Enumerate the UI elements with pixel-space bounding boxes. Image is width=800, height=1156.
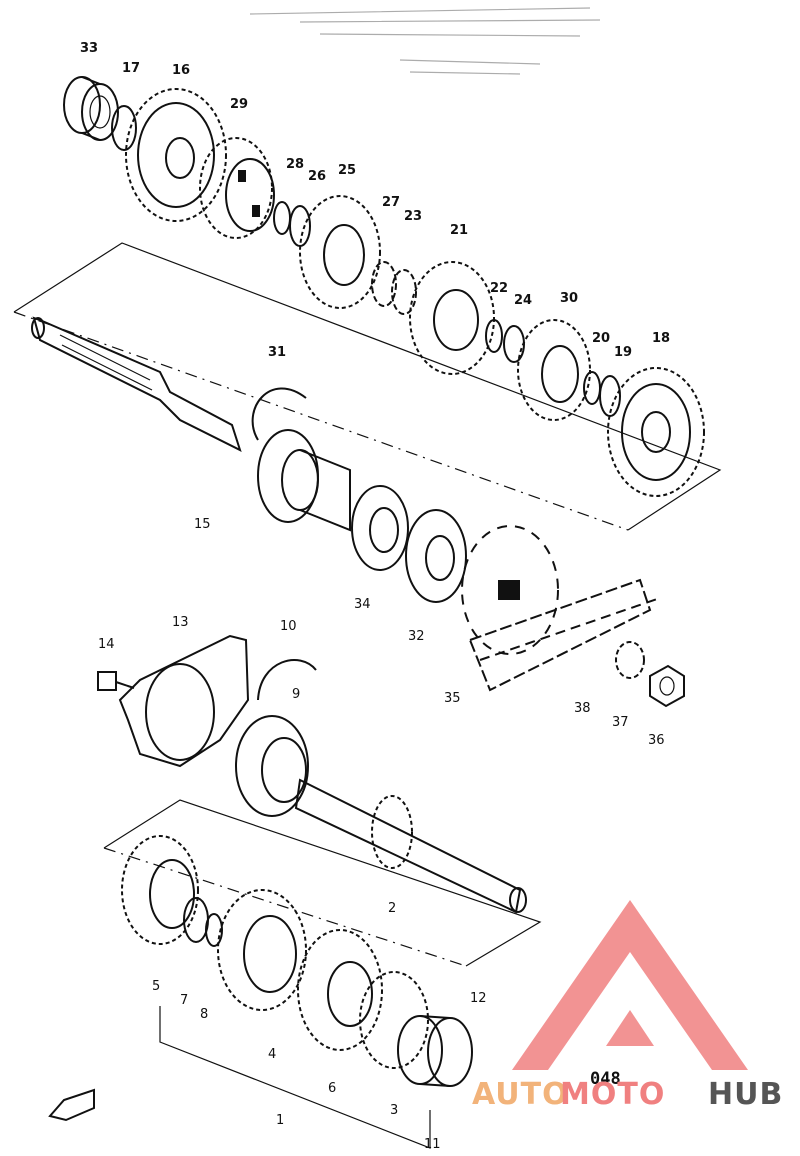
part-28-circlip bbox=[273, 201, 291, 235]
callout-23: 23 bbox=[404, 209, 422, 224]
callout-8: 8 bbox=[200, 1007, 208, 1022]
part-21-gear bbox=[409, 261, 495, 375]
callout-32: 32 bbox=[408, 629, 425, 644]
part-6-gear bbox=[297, 929, 383, 1051]
callout-36: 36 bbox=[648, 733, 665, 748]
part-31-circlip bbox=[251, 387, 307, 441]
front-arrow-icon bbox=[48, 1088, 95, 1122]
brand-text-hub: HUB bbox=[708, 1077, 783, 1112]
callout-3: 3 bbox=[390, 1103, 398, 1118]
callout-1: 1 bbox=[276, 1113, 284, 1128]
callout-17: 17 bbox=[122, 61, 140, 76]
part-8-circlip bbox=[205, 913, 223, 947]
callout-19: 19 bbox=[614, 345, 632, 360]
callout-22: 22 bbox=[490, 281, 508, 296]
part-17-washer bbox=[111, 105, 137, 151]
part-22-circlip bbox=[485, 319, 503, 353]
part-14-bolt bbox=[97, 671, 135, 691]
callout-10: 10 bbox=[280, 619, 297, 634]
callout-4: 4 bbox=[268, 1047, 276, 1062]
callout-24: 24 bbox=[514, 293, 532, 308]
part-1-bracket bbox=[159, 1006, 431, 1149]
part-4-gear bbox=[217, 889, 307, 1011]
part-13-retainer-plate bbox=[118, 634, 250, 768]
part-2-driveshaft bbox=[294, 778, 527, 914]
callout-labels: 33 17 16 29 28 26 25 27 23 21 22 24 30 2… bbox=[80, 41, 670, 1152]
callout-21: 21 bbox=[450, 223, 468, 238]
callout-34: 34 bbox=[354, 597, 371, 612]
part-27-lock-washer bbox=[371, 261, 397, 307]
callout-31: 31 bbox=[268, 345, 286, 360]
callout-37: 37 bbox=[612, 715, 629, 730]
part-23-lock-washer bbox=[391, 269, 417, 315]
callout-33: 33 bbox=[80, 41, 98, 56]
part-16-gear bbox=[125, 88, 227, 222]
part-25-gear bbox=[299, 195, 381, 309]
brand-text-moto: MOTO bbox=[560, 1077, 665, 1112]
part-33-bearing bbox=[63, 76, 119, 141]
part-10-circlip bbox=[257, 659, 317, 701]
callout-35: 35 bbox=[444, 691, 461, 706]
part-32-spacer bbox=[405, 509, 467, 603]
callout-9: 9 bbox=[292, 687, 300, 702]
callout-13: 13 bbox=[172, 615, 189, 630]
callout-16: 16 bbox=[172, 63, 190, 78]
driveshaft-group-outline bbox=[103, 799, 542, 967]
callout-12: 12 bbox=[470, 991, 487, 1006]
drive-sprocket bbox=[461, 525, 559, 655]
part-36-nut bbox=[649, 664, 685, 708]
brand-watermark: AUTO MOTO HUB bbox=[472, 1077, 783, 1112]
part-37-lock-washer bbox=[615, 641, 645, 679]
callout-20: 20 bbox=[592, 331, 610, 346]
part-24-washer bbox=[503, 325, 525, 363]
callout-29: 29 bbox=[230, 97, 248, 112]
callout-14: 14 bbox=[98, 637, 115, 652]
callout-30: 30 bbox=[560, 291, 578, 306]
callout-18: 18 bbox=[652, 331, 670, 346]
callout-25: 25 bbox=[338, 163, 356, 178]
page-number: 048 bbox=[590, 1069, 621, 1089]
callout-27: 27 bbox=[382, 195, 400, 210]
part-30-gear bbox=[517, 319, 591, 421]
part-18-gear bbox=[607, 367, 705, 497]
callout-2: 2 bbox=[388, 901, 396, 916]
callout-6: 6 bbox=[328, 1081, 336, 1096]
part-5-gear bbox=[121, 835, 199, 945]
part-11-bushing bbox=[397, 1015, 473, 1087]
part-9-bearing bbox=[235, 715, 309, 817]
callout-28: 28 bbox=[286, 157, 304, 172]
part-29-gear bbox=[199, 137, 275, 239]
part-15-countershaft bbox=[31, 316, 242, 452]
part-3-gear bbox=[359, 971, 429, 1069]
part-34-oil-seal bbox=[351, 485, 409, 571]
callout-15: 15 bbox=[194, 517, 211, 532]
callout-38: 38 bbox=[574, 701, 591, 716]
brand-text-auto: AUTO bbox=[472, 1077, 569, 1112]
part-35-chain bbox=[468, 578, 661, 692]
callout-7: 7 bbox=[180, 993, 188, 1008]
countershaft-group-outline bbox=[13, 242, 722, 531]
callout-11: 11 bbox=[424, 1137, 441, 1152]
callout-5: 5 bbox=[152, 979, 160, 994]
countershaft-bearing bbox=[257, 429, 351, 532]
header-smudge bbox=[249, 7, 601, 75]
callout-26: 26 bbox=[308, 169, 326, 184]
brand-logo-icon bbox=[512, 900, 748, 1070]
part-20-circlip bbox=[583, 371, 601, 405]
